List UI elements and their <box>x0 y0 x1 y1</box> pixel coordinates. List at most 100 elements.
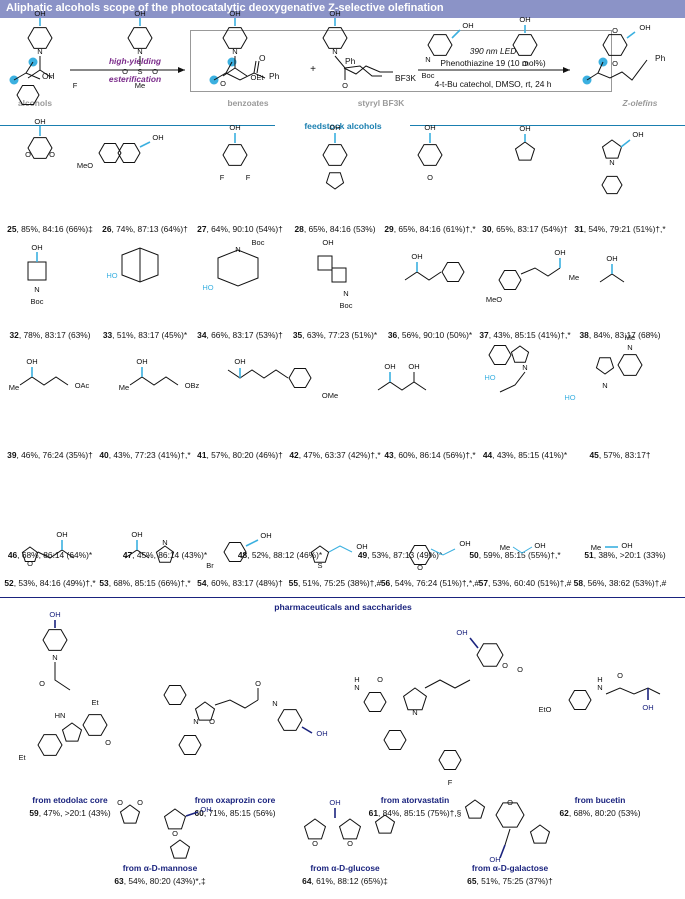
bond <box>430 548 456 556</box>
compound-label: 32, 78%, 83:17 (63%) <box>9 330 91 340</box>
bond <box>82 714 108 736</box>
oh-label: OH <box>234 357 245 366</box>
oh-label: OH <box>131 530 142 539</box>
bond <box>498 269 522 291</box>
o-atom: O <box>427 173 433 182</box>
n-atom: N <box>425 55 430 64</box>
pharma-label: 65, 51%, 75:25 (37%)† <box>467 876 553 886</box>
compound-label: 51, 38%, >20:1 (33%) <box>584 550 666 560</box>
o-atom: O <box>522 59 528 68</box>
o-atom: O <box>137 798 143 807</box>
bond <box>194 701 216 721</box>
n-atom: N <box>412 708 417 717</box>
bond <box>288 367 312 389</box>
o-atom: O <box>39 679 45 688</box>
o-atom: O <box>49 150 55 159</box>
bond <box>178 734 202 756</box>
rule-right-1 <box>410 125 685 126</box>
cond-3: 4-t-Bu catechol, DMSO, rt, 24 h <box>434 79 552 89</box>
bond <box>222 27 248 49</box>
bond <box>499 371 526 393</box>
pharma-label: 63, 54%, 80:20 (43%)*,‡ <box>114 876 206 886</box>
oh-label: OH <box>229 9 240 18</box>
cond-2: Phenothiazine 19 (10 mol%) <box>440 58 546 68</box>
bond <box>169 839 191 859</box>
compound-label: 36, 56%, 90:10 (50%)* <box>387 330 473 340</box>
bond <box>383 729 407 751</box>
atom-o: O <box>259 53 266 63</box>
compound-label: 44, 43%, 85:15 (41%)* <box>482 450 568 460</box>
label-benzoates: benzoates <box>227 98 269 108</box>
n-atom: N <box>137 47 142 56</box>
n-atom: N <box>193 717 198 726</box>
compound-label: 56, 54%, 76:24 (51%)†,*,# <box>380 578 480 588</box>
bond <box>599 273 625 283</box>
label-styryl: styryl BF3K <box>357 98 405 108</box>
compound-label: 30, 65%, 83:17 (54%)† <box>482 224 568 234</box>
o-atom: O <box>612 26 618 35</box>
me-label: Me <box>119 383 129 392</box>
figure-banner: Aliphatic alcohols scope of the photocat… <box>0 0 685 18</box>
step1-bottom: esterification <box>108 74 162 84</box>
bond <box>427 34 453 56</box>
label-olefins: Z-olefins <box>622 98 658 108</box>
bond <box>451 29 461 39</box>
bond <box>586 59 648 81</box>
n-atom: N <box>627 343 632 352</box>
pharma-source: from α-D-glucose <box>310 863 380 873</box>
oh-label: OH <box>519 124 530 133</box>
o-atom: O <box>27 559 33 568</box>
bond <box>54 662 71 691</box>
compound-label: 53, 68%, 85:15 (66%)†,* <box>99 578 191 588</box>
bond <box>234 67 248 77</box>
bond <box>227 369 289 379</box>
oh-label: OH <box>34 117 45 126</box>
bond <box>98 142 122 164</box>
compound-label: 45, 57%, 83:17† <box>589 450 651 460</box>
compound-label: 40, 43%, 77:23 (41%)†,* <box>99 450 191 460</box>
pharma-label: 60, 71%, 85:15 (56%) <box>194 808 276 818</box>
compound-label: 48, 52%, 88:12 (46%)* <box>237 550 323 560</box>
bond <box>601 139 623 159</box>
o-atom: O <box>152 67 158 76</box>
bond <box>256 60 260 74</box>
oh-label: OH <box>34 9 45 18</box>
f-atom: F <box>246 173 251 182</box>
o-atom: O <box>502 661 508 670</box>
oh-label: OH <box>356 542 367 551</box>
pharma-label: 62, 68%, 80:20 (53%) <box>559 808 641 818</box>
bond <box>223 541 247 563</box>
bond <box>155 545 175 563</box>
label-alcohols: alcohols <box>18 98 52 108</box>
bond <box>602 34 628 56</box>
bond <box>377 381 427 391</box>
bond <box>117 142 141 164</box>
oh-label: OH <box>554 248 565 257</box>
bond <box>476 643 504 667</box>
bond <box>322 27 348 49</box>
oh-label: OH <box>329 9 340 18</box>
bond <box>597 61 604 74</box>
rule-pharma <box>0 597 685 598</box>
o-atom: O <box>377 675 383 684</box>
bond <box>343 65 393 75</box>
oh-label: OH <box>152 133 163 142</box>
compound-label: 47, 45%, 86:14 (43%)* <box>122 550 208 560</box>
bond <box>119 804 141 824</box>
bond <box>37 734 63 756</box>
compound-label: 37, 43%, 85:15 (41%)†,* <box>479 330 571 340</box>
oet-label: OEt <box>251 73 265 82</box>
boc-label: Boc <box>340 301 353 310</box>
oh-label: OH <box>31 243 42 252</box>
meo-label: MeO <box>486 295 502 304</box>
o-atom: O <box>117 798 123 807</box>
oh-label: OH <box>26 357 37 366</box>
compound-label: 49, 53%, 87:13 (49%)* <box>357 550 443 560</box>
compound-label: 42, 47%, 63:37 (42%)†,* <box>289 450 381 460</box>
bond <box>185 811 199 817</box>
oac-label: OAc <box>75 381 90 390</box>
bond <box>469 637 479 649</box>
n-atom: N <box>609 158 614 167</box>
boc-label: Boc <box>422 71 435 80</box>
o-atom: O <box>255 679 261 688</box>
